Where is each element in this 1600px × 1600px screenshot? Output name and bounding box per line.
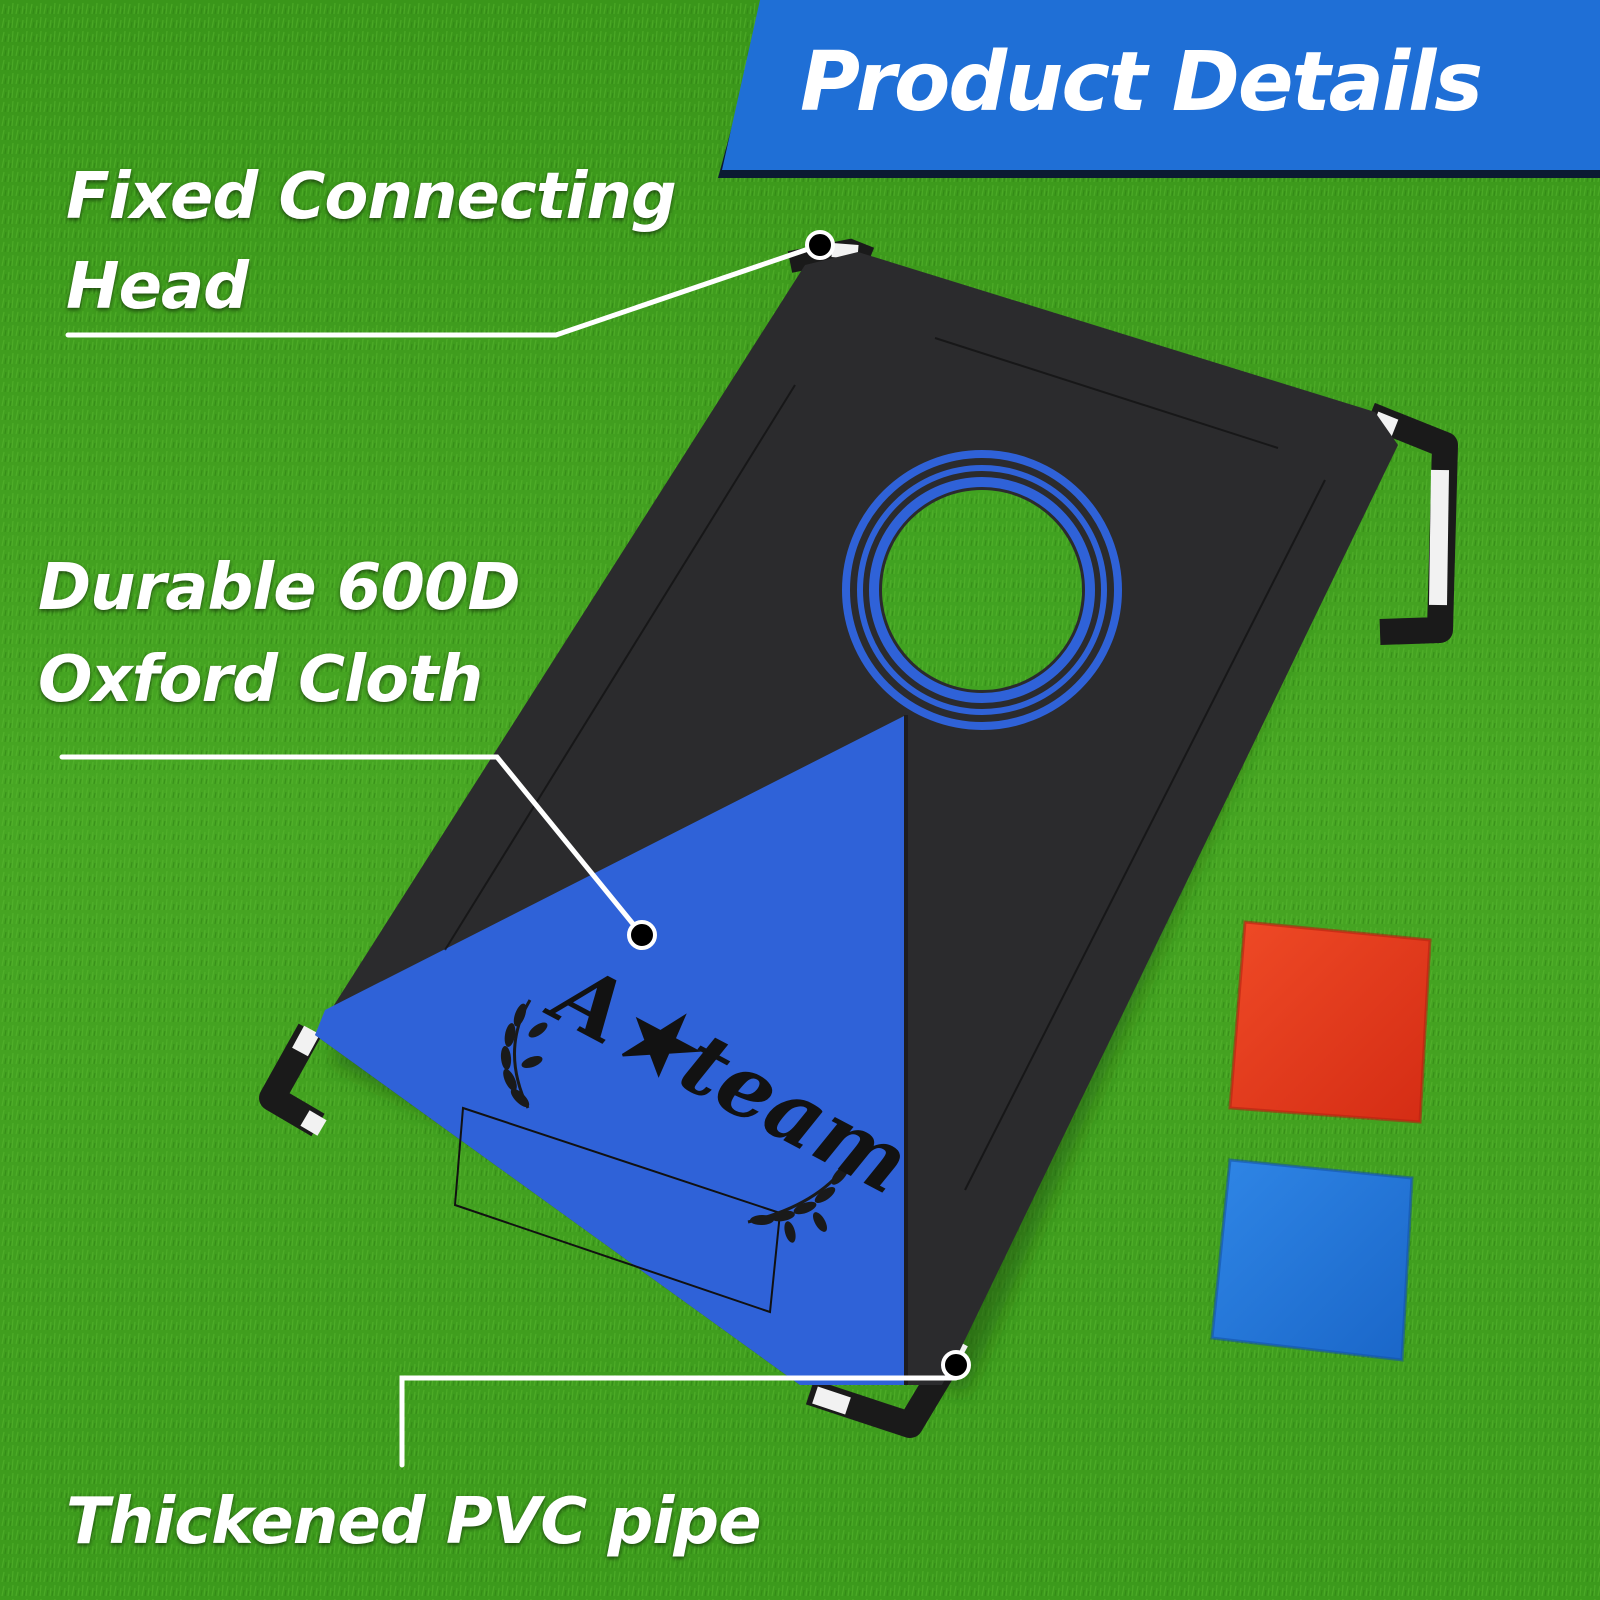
laurel-right-icon xyxy=(747,1159,852,1243)
callout-label-oxford-cloth: Durable 600D Oxford Cloth xyxy=(38,542,521,726)
bean-bag-blue-seam xyxy=(1210,1158,1414,1362)
callout-line-pvc-pipe xyxy=(399,1375,959,1468)
laurel-left-icon xyxy=(500,999,548,1109)
callout-dot-oxford-cloth xyxy=(627,920,657,950)
board-hole xyxy=(842,450,1122,730)
callout-label-line: Durable 600D xyxy=(38,551,521,625)
bean-bag-red-icon xyxy=(1230,922,1430,1122)
callout-label-fixed-connecting-head: Fixed Connecting Head xyxy=(66,152,677,332)
callout-dot-pvc-pipe xyxy=(941,1350,971,1380)
banner-background xyxy=(722,0,1600,170)
callout-label-line: Head xyxy=(66,250,249,324)
callout-line-oxford-cloth xyxy=(59,754,645,938)
bean-bag-blue-icon xyxy=(1212,1160,1412,1360)
callout-line-fixed-head xyxy=(65,242,823,338)
callout-label-pvc-pipe: Thickened PVC pipe xyxy=(66,1482,761,1562)
bean-bag-red-seam xyxy=(1228,920,1432,1124)
callout-dot-fixed-head xyxy=(805,230,835,260)
callout-label-line: Oxford Cloth xyxy=(38,643,483,717)
cloth-stitching xyxy=(444,337,1326,1191)
callout-lines xyxy=(59,242,959,1468)
name-patch-stitching xyxy=(453,1106,782,1314)
callout-label-line: Fixed Connecting xyxy=(66,160,677,234)
banner-title: Product Details xyxy=(800,35,1483,130)
callout-label-line: Thickened PVC pipe xyxy=(66,1485,761,1559)
